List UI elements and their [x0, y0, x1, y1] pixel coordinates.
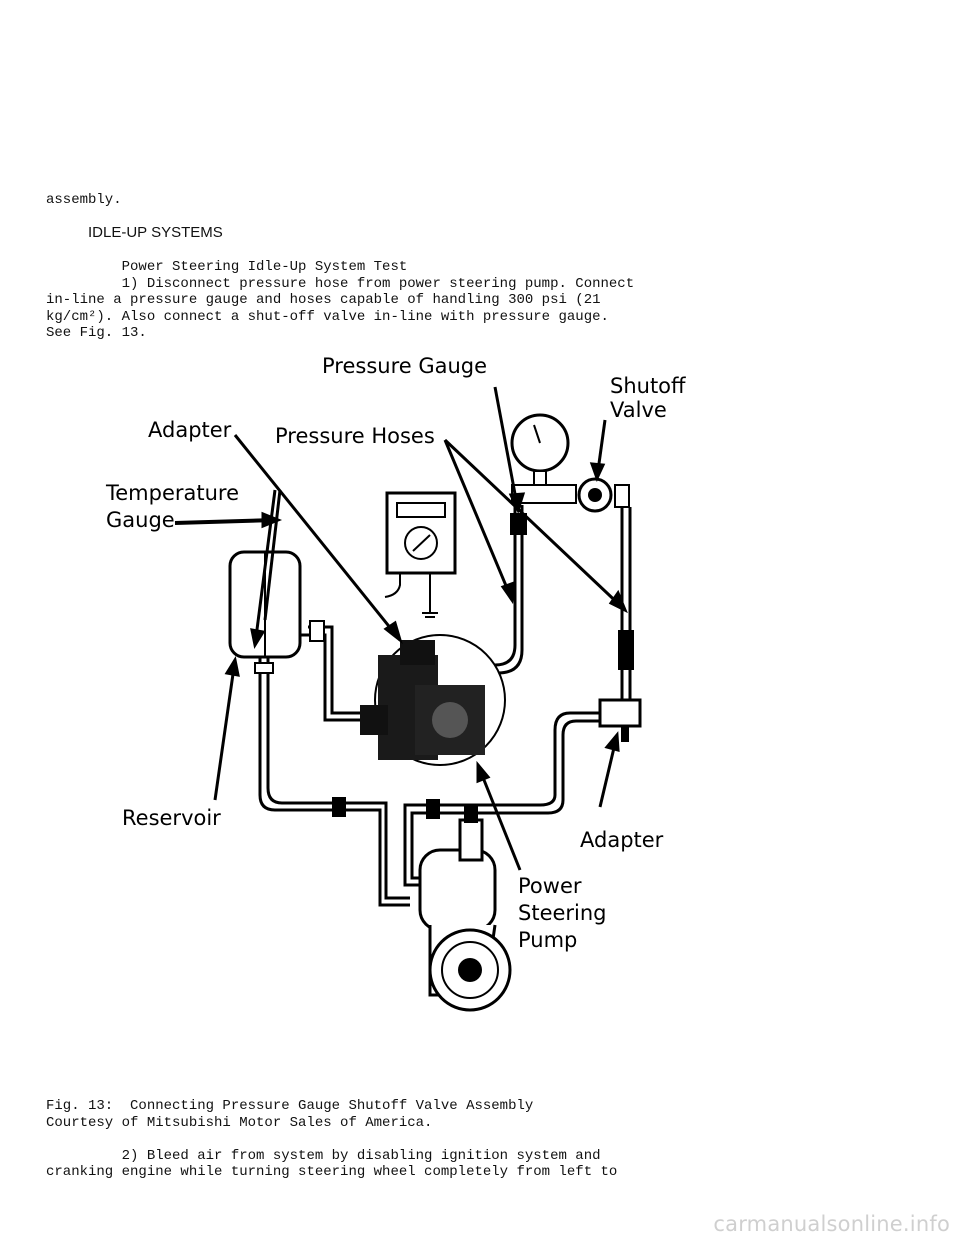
- multimeter: [384, 491, 457, 618]
- step-2-line: 2) Bleed air from system by disabling ig…: [46, 1147, 601, 1164]
- label-temperature-line1: Temperature: [105, 481, 239, 505]
- leader-arrows: [174, 386, 628, 871]
- hose-fittings: [254, 513, 642, 819]
- figure-credit: Courtesy of Mitsubishi Motor Sales of Am…: [46, 1114, 433, 1131]
- label-temperature-line2: Gauge: [106, 508, 175, 532]
- label-pump-line2: Steering: [518, 901, 607, 925]
- label-pump-line3: Pump: [518, 928, 577, 952]
- section-heading: IDLE-UP SYSTEMS: [88, 224, 223, 241]
- step-2-line: cranking engine while turning steering w…: [46, 1164, 618, 1180]
- procedure-title: Power Steering Idle-Up System Test: [46, 259, 408, 275]
- label-adapter-right: Adapter: [580, 828, 664, 852]
- label-pressure-gauge: Pressure Gauge: [322, 354, 487, 378]
- reservoir-tank: [228, 550, 302, 659]
- pressure-gauge-dial: [510, 413, 570, 488]
- diagram-svg: Pressure Gauge Shutoff Valve Adapter Pre…: [105, 354, 686, 1012]
- step-1-line: in-line a pressure gauge and hoses capab…: [46, 292, 601, 308]
- label-pressure-hoses: Pressure Hoses: [275, 424, 435, 448]
- step-1-line: See Fig. 13.: [46, 325, 147, 341]
- figure-caption: Fig. 13: Connecting Pressure Gauge Shuto…: [46, 1098, 534, 1114]
- label-shutoff-line2: Valve: [610, 398, 667, 422]
- label-shutoff-line1: Shutoff: [610, 374, 686, 398]
- step-1-line: 1) Disconnect pressure hose from power s…: [46, 275, 635, 292]
- power-steering-pump: [360, 634, 506, 766]
- steering-gear-assembly: [418, 805, 512, 1012]
- figure-13-diagram: Pressure Gauge Shutoff Valve Adapter Pre…: [100, 345, 720, 1055]
- top-text-fragment: assembly.: [46, 192, 122, 208]
- watermark: carmanualsonline.info: [713, 1212, 950, 1236]
- shutoff-valve: [511, 477, 630, 513]
- label-pump-line1: Power: [518, 874, 582, 898]
- label-adapter-top: Adapter: [148, 418, 232, 442]
- label-reservoir: Reservoir: [122, 806, 221, 830]
- step-1-line: kg/cm²). Also connect a shut-off valve i…: [46, 308, 609, 325]
